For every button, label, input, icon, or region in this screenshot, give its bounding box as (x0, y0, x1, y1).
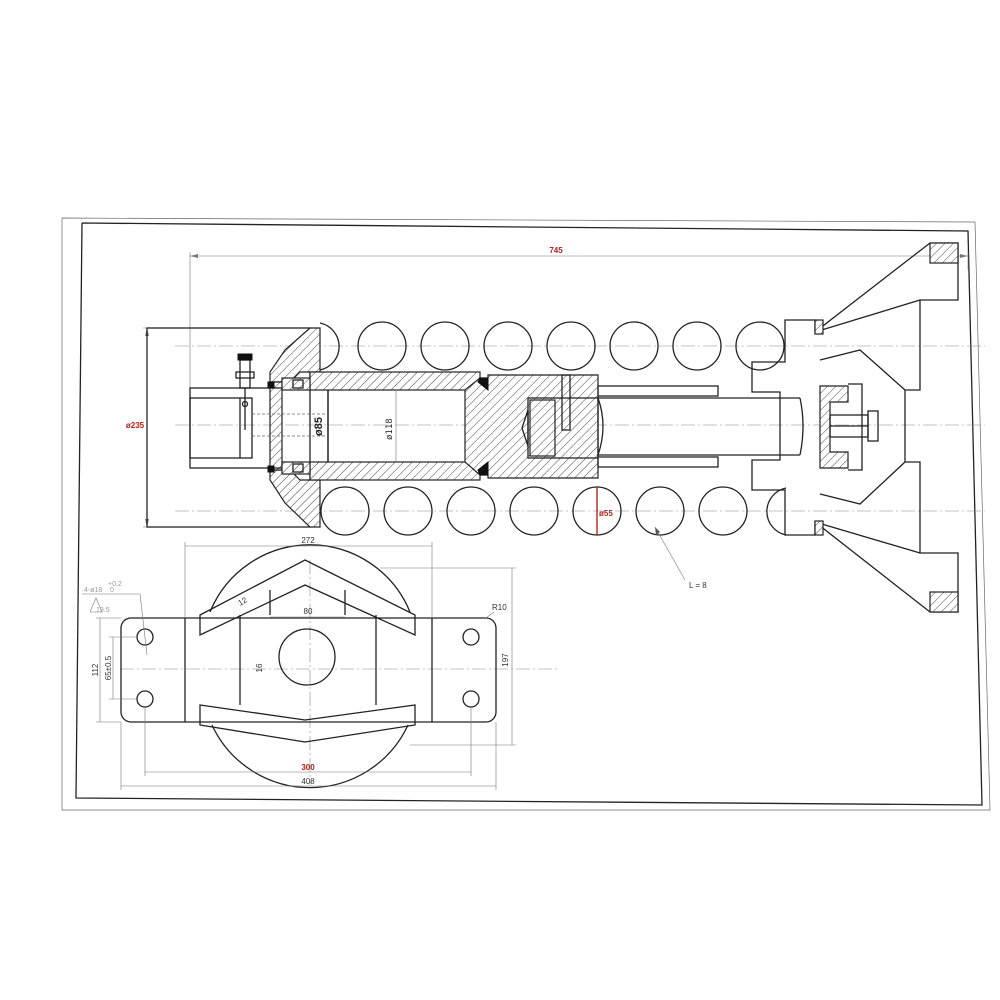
dimension-overall-length: 745 (189, 246, 969, 395)
roller (319, 322, 340, 371)
roller (766, 487, 787, 536)
plate-radius-label: R10 (492, 603, 507, 612)
roller (672, 321, 722, 371)
grease-fitting (235, 353, 255, 430)
sheet-frame (61, 217, 991, 811)
hole-pitch-h-label: 300 (301, 763, 315, 772)
roller-diameter-marker: ø55 (596, 487, 613, 535)
roller (483, 321, 533, 371)
end-bolt (829, 410, 879, 442)
hole-spec-tol-upper: +0.2 (108, 581, 122, 588)
roller (420, 321, 470, 371)
chain-diameter-label: ø235 (126, 421, 145, 430)
base-plate-view (120, 544, 497, 789)
roller (320, 486, 370, 536)
hole-pitch-tol-label: 65±0.5 (104, 655, 113, 680)
left-flange (146, 327, 321, 528)
piston-head (464, 374, 599, 479)
web-thickness-label: 12 (237, 595, 250, 608)
bore-small-label: ø85 (313, 417, 325, 436)
hole-pitch-v-label: 112 (91, 663, 100, 676)
cylinder-body: ø85 ø118 (189, 371, 481, 481)
roller (635, 486, 685, 536)
overall-length-label: 745 (549, 246, 563, 255)
slot-width-label: 80 (304, 607, 313, 616)
centre-thickness-label: 16 (255, 663, 264, 672)
roller (357, 321, 407, 371)
roller (735, 321, 785, 371)
piston-rod (597, 385, 804, 468)
roller (383, 486, 433, 536)
link-length-label: L = 8 (689, 581, 707, 590)
plate-width-top-label: 272 (301, 536, 315, 545)
roller (546, 321, 596, 371)
roller (698, 486, 748, 536)
hole-callout: 4-ø18 +0.2 0 19.5 (82, 581, 148, 656)
end-frame (751, 242, 959, 613)
roller (446, 486, 496, 536)
hole-spec-main: 4-ø18 (84, 587, 102, 594)
plate-height-label: 197 (501, 653, 510, 667)
roller (609, 321, 659, 371)
base-plate-dimensions: 272 80 R10 197 112 65±0.5 300 408 12 16 (91, 536, 516, 790)
plate-length-label: 408 (301, 777, 315, 786)
hole-spec-sub: 19.5 (96, 607, 110, 614)
roller-diameter-label: ø55 (599, 509, 613, 518)
seal-rings (267, 377, 311, 475)
bore-large-label: ø118 (385, 418, 395, 440)
roller (509, 486, 559, 536)
roller-row-top (319, 321, 785, 371)
hole-spec-tol-lower: 0 (110, 587, 114, 594)
link-length-leader: L = 8 (654, 526, 707, 590)
